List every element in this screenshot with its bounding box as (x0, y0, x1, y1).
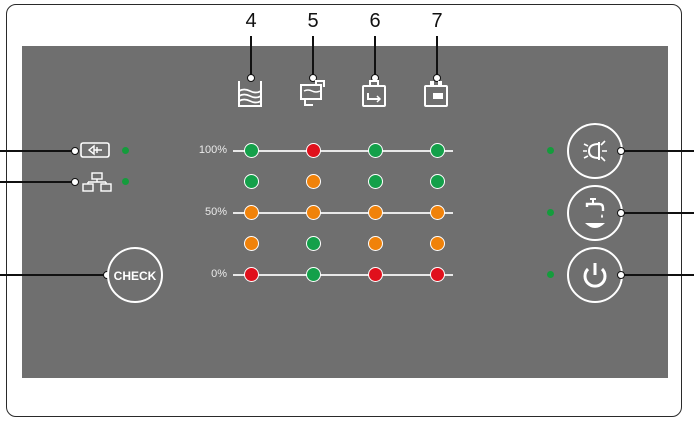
level-line-50 (233, 212, 453, 214)
tank-level-led (243, 235, 259, 251)
tank-level-led (305, 142, 321, 158)
level-label-0: 0% (211, 268, 227, 280)
light-button[interactable] (567, 123, 623, 179)
tank-level-led (305, 204, 321, 220)
leader-line (623, 150, 694, 152)
leader-dot (617, 147, 625, 155)
leader-line (0, 274, 106, 276)
tank-level-led (429, 266, 445, 282)
power-status-led (547, 271, 554, 278)
check-button-label: CHECK (113, 269, 157, 283)
leader-line (0, 150, 74, 152)
leader-line (436, 36, 438, 77)
leader-dot (247, 74, 255, 82)
tank-level-led (305, 266, 321, 282)
leader-line (0, 181, 74, 183)
network-icon (82, 172, 112, 192)
battery-icon (424, 81, 448, 107)
leader-line (374, 36, 376, 77)
fresh-water-tank-icon (238, 81, 262, 107)
water-pump-icon (585, 198, 605, 228)
tank-level-led (367, 173, 383, 189)
tank-level-led (429, 235, 445, 251)
light-icon (583, 140, 607, 162)
tank-level-led (305, 173, 321, 189)
water-pump-button[interactable] (567, 185, 623, 241)
power-button[interactable] (567, 247, 623, 303)
leader-line (312, 36, 314, 77)
leader-dot (309, 74, 317, 82)
tank-level-led (367, 204, 383, 220)
mains-status-led (122, 147, 129, 154)
network-status-led (122, 178, 129, 185)
tank-level-led (243, 142, 259, 158)
tank-level-led (243, 173, 259, 189)
black-water-tank-icon (362, 80, 386, 107)
leader-line (623, 212, 694, 214)
mains-plug-icon (80, 142, 110, 158)
tank-level-led (429, 173, 445, 189)
tank-number-4: 4 (245, 10, 257, 32)
tank-level-led (305, 235, 321, 251)
light-status-led (547, 147, 554, 154)
leader-line (250, 36, 252, 77)
level-label-50: 50% (204, 206, 227, 218)
leader-dot (617, 271, 625, 279)
level-label-100: 100% (198, 144, 227, 156)
grey-water-tank-icon (300, 80, 325, 106)
tank-level-led (429, 142, 445, 158)
tank-level-led (429, 204, 445, 220)
tank-level-led (367, 142, 383, 158)
tank-level-led (367, 266, 383, 282)
leader-dot (617, 209, 625, 217)
tank-number-7: 7 (431, 10, 443, 32)
tank-level-led (367, 235, 383, 251)
level-line-0 (233, 274, 453, 276)
power-icon (583, 263, 607, 288)
leader-dot (433, 74, 441, 82)
tank-level-led (243, 204, 259, 220)
leader-dot (71, 178, 79, 186)
tank-number-5: 5 (307, 10, 319, 32)
check-button[interactable]: CHECK (107, 247, 163, 303)
tank-number-6: 6 (369, 10, 381, 32)
level-line-100 (233, 150, 453, 152)
leader-dot (71, 147, 79, 155)
leader-line (623, 274, 694, 276)
tank-level-led (243, 266, 259, 282)
water-pump-status-led (547, 209, 554, 216)
